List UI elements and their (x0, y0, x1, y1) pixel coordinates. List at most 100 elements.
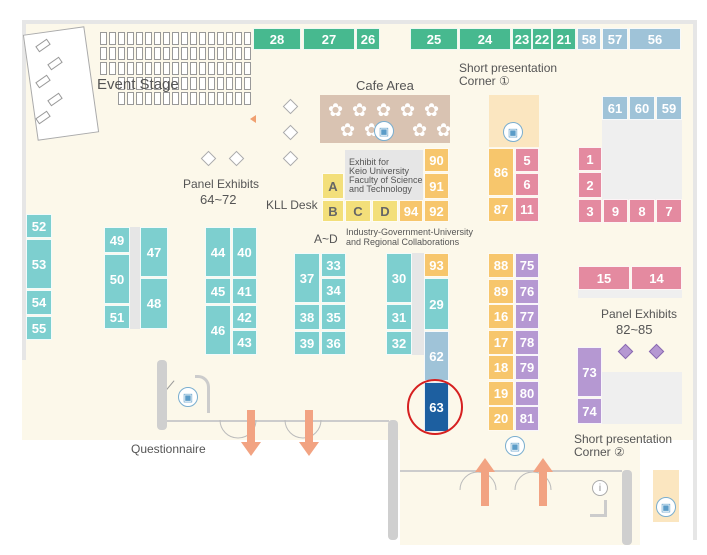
booth-44[interactable]: 44 (205, 227, 231, 277)
booth-62[interactable]: 62 (424, 331, 449, 381)
booth-75[interactable]: 75 (515, 253, 539, 278)
booth-33[interactable]: 33 (321, 253, 346, 277)
monitor-icon: ▣ (374, 121, 394, 141)
booth-21[interactable]: 21 (552, 28, 576, 50)
booth-16[interactable]: 16 (488, 304, 514, 329)
booth-47[interactable]: 47 (140, 227, 168, 277)
seat (208, 92, 215, 105)
booth-A[interactable]: A (322, 173, 344, 199)
booth-52[interactable]: 52 (26, 214, 52, 238)
booth-87[interactable]: 87 (488, 197, 514, 222)
booth-56[interactable]: 56 (629, 28, 681, 50)
seat (127, 62, 134, 75)
booth-92[interactable]: 92 (424, 200, 449, 222)
booth-89[interactable]: 89 (488, 278, 514, 304)
booth-23[interactable]: 23 (512, 28, 532, 50)
seat (109, 62, 116, 75)
booth-D[interactable]: D (372, 200, 398, 222)
booth-30[interactable]: 30 (386, 253, 412, 303)
booth-14[interactable]: 14 (631, 266, 682, 290)
short-presentation-2-label-line1: Short presentation (574, 432, 673, 446)
booth-34[interactable]: 34 (321, 278, 346, 303)
booth-77[interactable]: 77 (515, 304, 539, 329)
booth-36[interactable]: 36 (321, 331, 346, 355)
booth-37[interactable]: 37 (294, 253, 320, 303)
booth-11[interactable]: 11 (515, 197, 539, 222)
booth-50[interactable]: 50 (104, 254, 130, 304)
wall-corner (590, 500, 607, 517)
seat (100, 47, 107, 60)
booth-48[interactable]: 48 (140, 278, 168, 329)
booth-27[interactable]: 27 (303, 28, 355, 50)
seat (208, 62, 215, 75)
booth-41[interactable]: 41 (232, 278, 257, 304)
seat (172, 32, 179, 45)
wall-curve (195, 375, 210, 413)
booth-91[interactable]: 91 (424, 173, 449, 199)
booth-6[interactable]: 6 (515, 173, 539, 196)
booth-25[interactable]: 25 (410, 28, 458, 50)
booth-15[interactable]: 15 (578, 266, 630, 290)
wall (693, 20, 697, 540)
booth-24[interactable]: 24 (459, 28, 511, 50)
booth-5[interactable]: 5 (515, 148, 539, 172)
booth-40[interactable]: 40 (232, 227, 257, 277)
seat (127, 92, 134, 105)
booth-80[interactable]: 80 (515, 380, 539, 406)
booth-76[interactable]: 76 (515, 278, 539, 304)
seat (244, 47, 251, 60)
booth-93[interactable]: 93 (424, 253, 449, 277)
booth-55[interactable]: 55 (26, 316, 52, 340)
booth-86[interactable]: 86 (488, 148, 514, 196)
booth-2[interactable]: 2 (578, 172, 602, 198)
booth-35[interactable]: 35 (321, 304, 346, 330)
booth-38[interactable]: 38 (294, 304, 320, 330)
booth-C[interactable]: C (345, 200, 371, 222)
booth-31[interactable]: 31 (386, 304, 412, 330)
booth-28[interactable]: 28 (253, 28, 301, 50)
booth-59[interactable]: 59 (656, 96, 682, 120)
booth-B[interactable]: B (322, 200, 344, 222)
booth-45[interactable]: 45 (205, 278, 231, 304)
booth-8[interactable]: 8 (629, 199, 655, 223)
seat (136, 32, 143, 45)
booth-61[interactable]: 61 (602, 96, 628, 120)
booth-74[interactable]: 74 (577, 398, 602, 424)
seat (136, 62, 143, 75)
seat (190, 62, 197, 75)
booth-60[interactable]: 60 (629, 96, 655, 120)
booth-42[interactable]: 42 (232, 305, 257, 329)
booth-49[interactable]: 49 (104, 227, 130, 253)
booth-18[interactable]: 18 (488, 355, 514, 380)
seat (235, 92, 242, 105)
booth-57[interactable]: 57 (602, 28, 628, 50)
booth-79[interactable]: 79 (515, 355, 539, 380)
booth-53[interactable]: 53 (26, 239, 52, 289)
booth-17[interactable]: 17 (488, 329, 514, 355)
booth-32[interactable]: 32 (386, 331, 412, 355)
booth-43[interactable]: 43 (232, 330, 257, 355)
booth-20[interactable]: 20 (488, 406, 514, 431)
booth-78[interactable]: 78 (515, 329, 539, 355)
booth-46[interactable]: 46 (205, 305, 231, 355)
booth-22[interactable]: 22 (532, 28, 552, 50)
booth-58[interactable]: 58 (577, 28, 601, 50)
booth-90[interactable]: 90 (424, 148, 449, 172)
booth-39[interactable]: 39 (294, 331, 320, 355)
seat (172, 47, 179, 60)
booth-9[interactable]: 9 (603, 199, 628, 223)
booth-88[interactable]: 88 (488, 253, 514, 278)
booth-26[interactable]: 26 (356, 28, 380, 50)
booth-54[interactable]: 54 (26, 290, 52, 315)
booth-81[interactable]: 81 (515, 406, 539, 431)
booth-94[interactable]: 94 (399, 200, 423, 222)
booth-1[interactable]: 1 (578, 147, 602, 171)
seat (100, 32, 107, 45)
booth-51[interactable]: 51 (104, 305, 130, 329)
seat (145, 32, 152, 45)
booth-7[interactable]: 7 (656, 199, 682, 223)
booth-29[interactable]: 29 (424, 278, 449, 330)
booth-19[interactable]: 19 (488, 380, 514, 406)
booth-3[interactable]: 3 (578, 199, 602, 223)
booth-73[interactable]: 73 (577, 347, 602, 397)
